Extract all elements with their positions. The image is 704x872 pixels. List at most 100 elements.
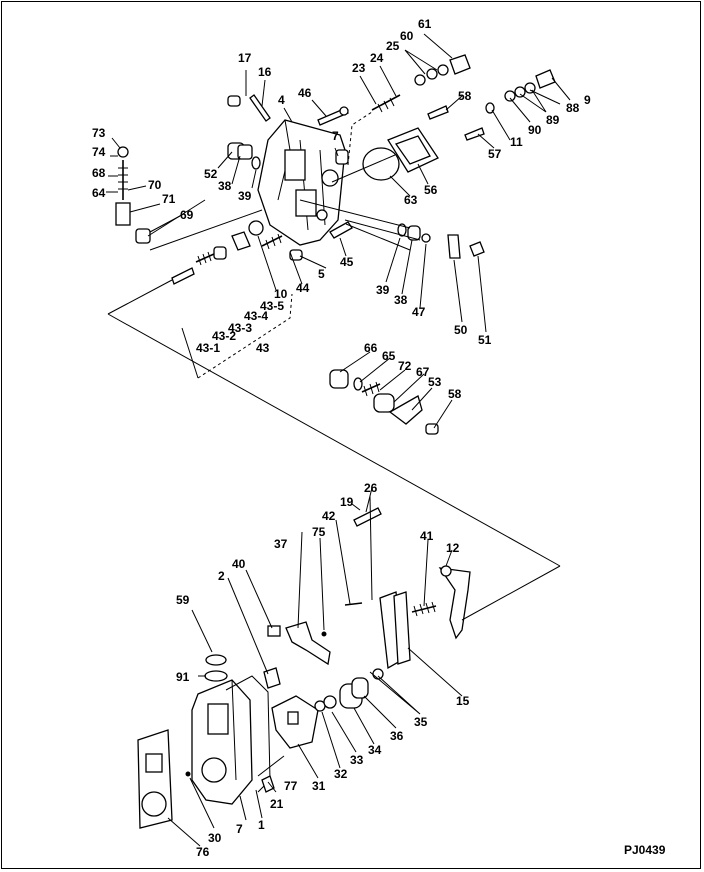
label-46: 46 (298, 86, 312, 100)
ring-91 (204, 670, 228, 682)
label-23: 23 (352, 61, 366, 75)
label-67: 67 (416, 365, 430, 379)
screw-30 (185, 771, 191, 777)
plug-52-38 (227, 142, 253, 160)
label-59: 59 (176, 593, 190, 607)
label-38-top: 38 (218, 179, 232, 193)
label-43-3: 43-3 (228, 321, 252, 335)
label-77: 77 (284, 779, 298, 793)
label-1: 1 (258, 818, 265, 832)
spring-24 (371, 94, 401, 113)
label-88: 88 (566, 101, 580, 115)
screw-45 (329, 221, 353, 239)
ring-39 (251, 156, 261, 170)
label-65: 65 (382, 349, 396, 363)
label-7-bottom: 7 (236, 822, 243, 836)
label-69: 69 (180, 208, 194, 222)
label-76: 76 (196, 845, 210, 859)
pin-75 (321, 631, 327, 637)
label-5: 5 (318, 267, 325, 281)
label-19: 19 (340, 495, 354, 509)
label-4: 4 (278, 93, 285, 107)
leader-lines-lower (106, 33, 571, 847)
label-26: 26 (364, 481, 378, 495)
cluster-73-74 (115, 146, 151, 244)
label-90: 90 (528, 123, 542, 137)
label-11: 11 (510, 135, 523, 149)
label-31: 31 (312, 779, 326, 793)
label-16: 16 (258, 65, 272, 79)
label-7-top: 7 (332, 129, 339, 143)
cover-56 (387, 127, 439, 173)
spring-41 (411, 601, 437, 617)
label-66: 66 (364, 341, 378, 355)
washers-25-60 (414, 64, 449, 86)
label-89: 89 (546, 113, 560, 127)
label-73: 73 (92, 126, 106, 140)
label-32: 32 (334, 767, 348, 781)
lever-15 (379, 591, 411, 670)
label-68: 68 (92, 166, 106, 180)
label-43-2: 43-2 (212, 329, 236, 343)
label-10: 10 (274, 287, 288, 301)
governor-spring-set-43 (171, 220, 303, 285)
pump-housing-1 (191, 679, 253, 805)
label-64: 64 (92, 186, 106, 200)
parts-39-38-47 (397, 223, 431, 243)
cap-59 (205, 654, 227, 666)
governor-cover-part-4 (257, 119, 346, 246)
label-56: 56 (424, 183, 438, 197)
label-57: 57 (488, 147, 502, 161)
screw-17 (227, 95, 241, 107)
lever-50 (447, 234, 461, 259)
label-43-1: 43-1 (196, 341, 220, 355)
label-12: 12 (446, 541, 460, 555)
spring-42 (344, 602, 363, 606)
pin-16 (249, 94, 271, 122)
label-17: 17 (238, 51, 252, 65)
assembly-lines-upper (107, 111, 561, 567)
label-45: 45 (340, 255, 354, 269)
label-34: 34 (368, 743, 382, 757)
label-72: 72 (398, 359, 412, 373)
bolt-46 (317, 106, 349, 126)
part-labels: 17 16 4 46 7 52 38 39 23 24 25 60 61 58 … (92, 17, 666, 859)
lever-12 (438, 565, 471, 640)
clip-40 (267, 625, 281, 637)
label-9: 9 (584, 93, 591, 107)
label-36: 36 (390, 729, 404, 743)
screw-57 (464, 127, 485, 141)
cluster-66-65-72 (329, 369, 439, 435)
label-70: 70 (148, 178, 162, 192)
label-47: 47 (412, 305, 426, 319)
screw-7-top (335, 149, 349, 165)
label-63: 63 (404, 193, 418, 207)
screw-21 (261, 775, 275, 793)
weight-31 (271, 695, 319, 749)
label-43: 43 (256, 341, 270, 355)
label-91: 91 (176, 670, 190, 684)
label-58-mid: 58 (448, 387, 462, 401)
label-53: 53 (428, 375, 442, 389)
label-44: 44 (296, 281, 310, 295)
gasket-63 (362, 147, 400, 181)
label-38-mid: 38 (394, 293, 408, 307)
label-75: 75 (312, 525, 326, 539)
label-52: 52 (204, 167, 218, 181)
label-60: 60 (400, 29, 414, 43)
label-37: 37 (274, 537, 288, 551)
parts-88-89-90-9 (504, 69, 556, 102)
label-21: 21 (270, 797, 284, 811)
label-30: 30 (208, 831, 222, 845)
label-25: 25 (386, 39, 400, 53)
label-51: 51 (478, 333, 492, 347)
label-43-4: 43-4 (244, 309, 268, 323)
label-74: 74 (92, 145, 106, 159)
label-39-top: 39 (238, 189, 252, 203)
label-15: 15 (456, 694, 470, 708)
label-35: 35 (414, 715, 428, 729)
label-50: 50 (454, 323, 468, 337)
label-58-top: 58 (458, 89, 472, 103)
screw-58 (427, 105, 449, 120)
